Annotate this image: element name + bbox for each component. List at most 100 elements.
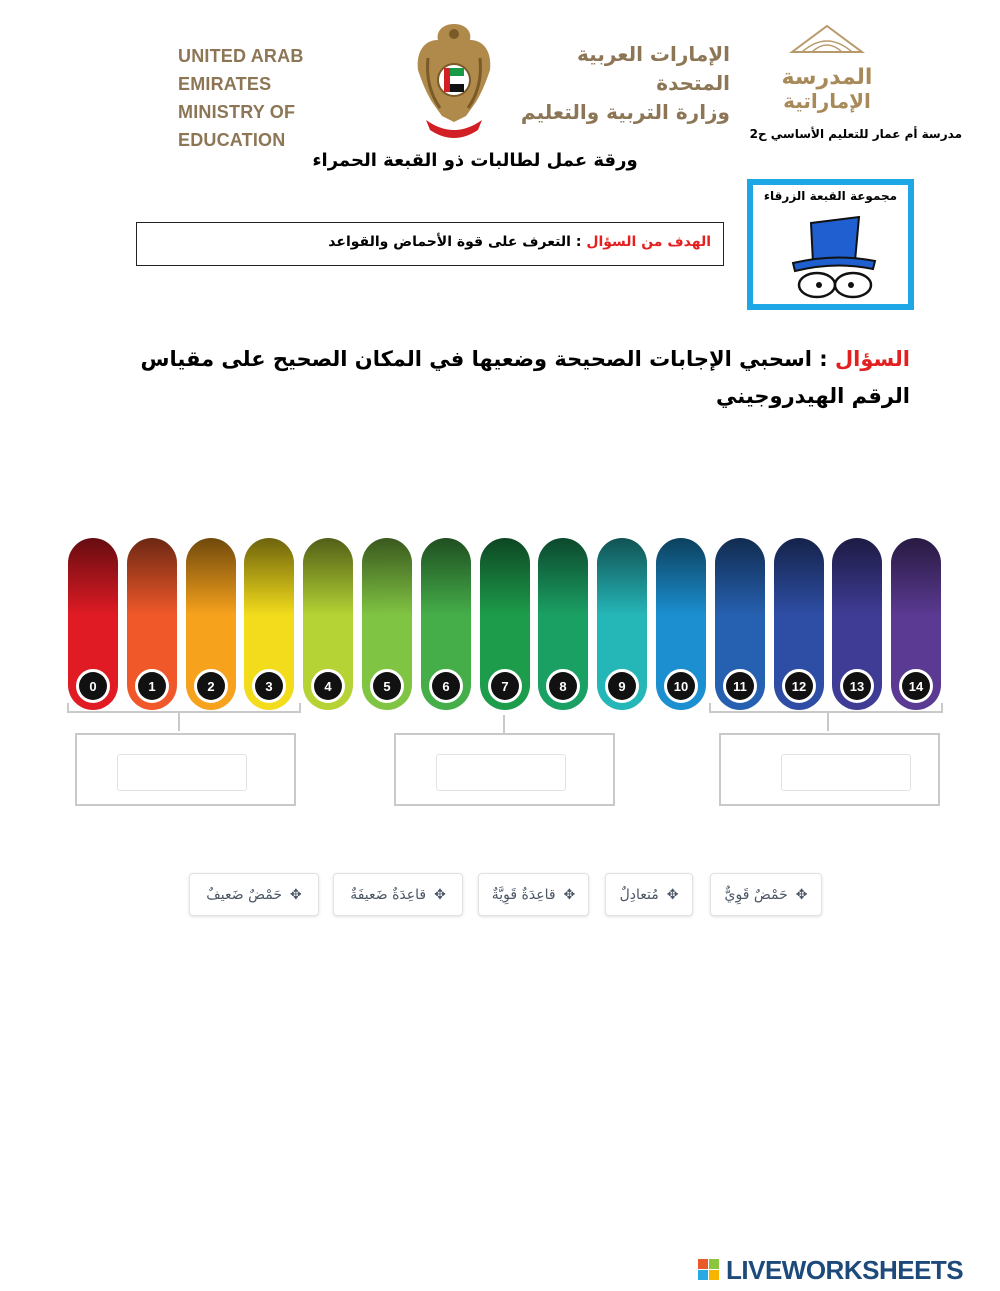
ph-label-ring: 2 (191, 666, 231, 706)
school-name: مدرسة أم عمار للتعليم الأساسي ح2 (749, 127, 962, 141)
ph-label-ring: 7 (485, 666, 525, 706)
ph-label-ring: 9 (602, 666, 642, 706)
question-text: السؤال : اسحبي الإجابات الصحيحة وضعيها ف… (130, 341, 910, 415)
ph-label-ring: 8 (543, 666, 583, 706)
goal-text: الهدف من السؤال : التعرف على قوة الأحماض… (328, 234, 711, 250)
ph-label: 10 (667, 672, 695, 700)
ph-label-ring: 11 (720, 666, 760, 706)
goal-description: التعرف على قوة الأحماض والقواعد (328, 234, 571, 250)
drop-target-base[interactable] (781, 754, 911, 791)
ph-bar-6: 6 (421, 538, 471, 710)
goal-separator: : (570, 234, 587, 250)
chip-strong-base[interactable]: ✥ قاعِدَةٌ قَوِيَّةٌ (478, 873, 589, 916)
ph-label: 5 (373, 672, 401, 700)
ph-label: 9 (608, 672, 636, 700)
ph-bar-7: 7 (480, 538, 530, 710)
ph-bar-5: 5 (362, 538, 412, 710)
acid-bracket-stem (178, 713, 180, 731)
drop-zone-base (719, 733, 940, 806)
ph-label: 4 (314, 672, 342, 700)
ph-label: 8 (549, 672, 577, 700)
group-badge: مجموعة القبعة الزرقاء (747, 179, 914, 310)
ph-bar-1: 1 (127, 538, 177, 710)
liveworksheets-brand: LIVEWORKSHEETS (726, 1255, 964, 1285)
ph-bar-12: 12 (774, 538, 824, 710)
drop-target-acid[interactable] (117, 754, 247, 791)
ph-bar-14: 14 (891, 538, 941, 710)
ph-label-ring: 14 (896, 666, 936, 706)
ph-label-ring: 0 (73, 666, 113, 706)
move-icon: ✥ (563, 886, 576, 903)
base-bracket (709, 703, 943, 713)
ph-label: 11 (726, 672, 754, 700)
liveworksheets-logo: LIVEWORKSHEETS (698, 1254, 998, 1286)
ministry-en-line2: MINISTRY OF EDUCATION (178, 102, 296, 150)
school-logo-line1: المدرسة (782, 65, 873, 90)
ph-label-ring: 13 (837, 666, 877, 706)
ph-bar-2: 2 (186, 538, 236, 710)
chip-weak-acid[interactable]: ✥ حَمْضٌ ضَعيفٌ (189, 873, 319, 916)
ph-label: 2 (197, 672, 225, 700)
ph-label: 14 (902, 672, 930, 700)
goal-box: الهدف من السؤال : التعرف على قوة الأحماض… (136, 222, 724, 266)
chip-label: حَمْضٌ ضَعيفٌ (206, 886, 282, 903)
page-title: ورقة عمل لطالبات ذو القبعة الحمراء (312, 150, 638, 171)
ph-label-ring: 10 (661, 666, 701, 706)
group-badge-inner: مجموعة القبعة الزرقاء (753, 185, 908, 304)
ph-bar-3: 3 (244, 538, 294, 710)
ph-label-ring: 12 (779, 666, 819, 706)
ministry-ar-line1: الإمارات العربية المتحدة (577, 42, 730, 95)
chip-label: قاعِدَةٌ قَوِيَّةٌ (491, 886, 556, 903)
ministry-name-ar: الإمارات العربية المتحدة وزارة التربية و… (505, 40, 730, 127)
ph-bar-4: 4 (303, 538, 353, 710)
move-icon: ✥ (666, 886, 679, 903)
ph-bar-8: 8 (538, 538, 588, 710)
goal-label: الهدف من السؤال (586, 234, 711, 250)
uae-emblem-icon (412, 18, 496, 138)
chip-strong-acid[interactable]: ✥ حَمْضٌ قَوِيٌّ (710, 873, 822, 916)
ph-label: 13 (843, 672, 871, 700)
acid-bracket (67, 703, 301, 713)
ph-label-ring: 1 (132, 666, 172, 706)
ph-bar-0: 0 (68, 538, 118, 710)
ministry-ar-line2: وزارة التربية والتعليم (520, 100, 730, 124)
ph-label-ring: 5 (367, 666, 407, 706)
ph-label-ring: 6 (426, 666, 466, 706)
move-icon: ✥ (290, 886, 302, 903)
question-separator: : (811, 347, 835, 371)
group-label: مجموعة القبعة الزرقاء (763, 189, 898, 203)
ph-bar-9: 9 (597, 538, 647, 710)
base-bracket-stem (827, 713, 829, 731)
ministry-en-line1: UNITED ARAB EMIRATES (178, 46, 304, 94)
ph-bar-13: 13 (832, 538, 882, 710)
liveworksheets-icon (698, 1259, 720, 1281)
ph-label: 12 (785, 672, 813, 700)
ph-label: 6 (432, 672, 460, 700)
drop-zone-acid (75, 733, 296, 806)
chip-label: مُتعادِلٌ (619, 886, 659, 903)
question-body: اسحبي الإجابات الصحيحة وضعيها في المكان … (140, 347, 910, 408)
question-label: السؤال (834, 347, 910, 371)
neutral-bracket-stem (503, 715, 505, 733)
ph-label-ring: 4 (308, 666, 348, 706)
ph-bar-10: 10 (656, 538, 706, 710)
ministry-name-en: UNITED ARAB EMIRATES MINISTRY OF EDUCATI… (178, 42, 398, 154)
ph-label: 7 (491, 672, 519, 700)
chip-neutral[interactable]: ✥ مُتعادِلٌ (605, 873, 693, 916)
ph-label: 1 (138, 672, 166, 700)
chip-label: قاعِدَةٌ ضَعيفَةٌ (350, 886, 427, 903)
drop-zone-neutral (394, 733, 615, 806)
move-icon: ✥ (795, 886, 808, 903)
school-logo-line2: الإماراتية (783, 89, 871, 113)
ph-label: 3 (255, 672, 283, 700)
chip-weak-base[interactable]: ✥ قاعِدَةٌ ضَعيفَةٌ (333, 873, 463, 916)
ph-bar-11: 11 (715, 538, 765, 710)
chip-label: حَمْضٌ قَوِيٌّ (724, 886, 788, 903)
ph-label: 0 (79, 672, 107, 700)
ph-label-ring: 3 (249, 666, 289, 706)
move-icon: ✥ (434, 886, 446, 903)
blue-hat-glasses-icon (791, 215, 877, 299)
school-logo: المدرسة الإماراتية (762, 22, 892, 117)
drop-target-neutral[interactable] (436, 754, 566, 791)
